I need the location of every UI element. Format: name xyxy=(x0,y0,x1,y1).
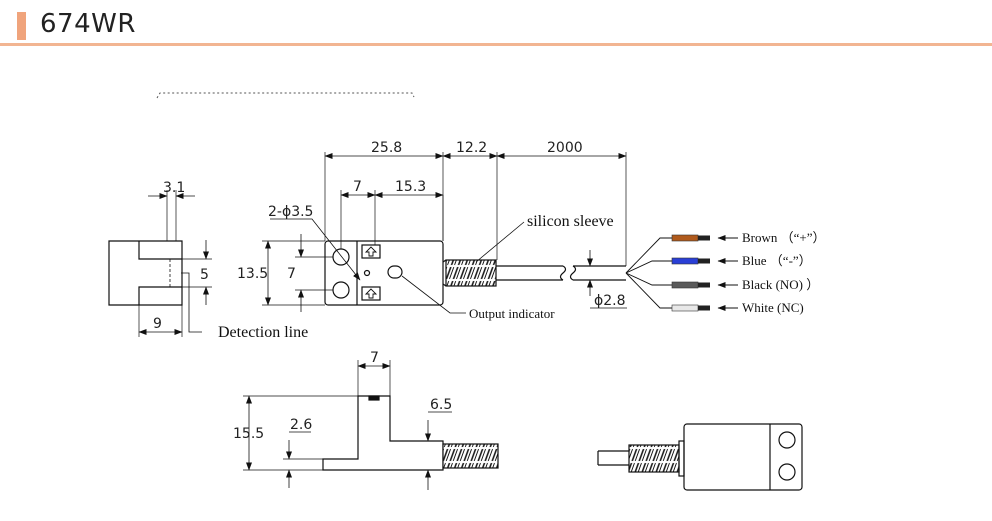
dim-front-base: 2.6 xyxy=(290,417,312,433)
dim-body-length: 25.8 xyxy=(371,140,402,156)
dim-hole-offset: 15.3 xyxy=(395,179,426,195)
dotted-separator xyxy=(156,92,415,99)
top-view xyxy=(262,152,672,314)
title-accent-bar xyxy=(17,12,26,40)
page-title: 674WR xyxy=(40,9,136,39)
wire-tip xyxy=(698,282,710,288)
wire-tip xyxy=(698,235,710,241)
dim-sleeve-length: 12.2 xyxy=(456,140,487,156)
wire-color-swatch xyxy=(671,281,699,289)
wire-color-swatch xyxy=(671,257,699,265)
wire-3: Black (NO) ） xyxy=(671,277,819,292)
dim-slot-width: 3.1 xyxy=(163,180,185,196)
front-view xyxy=(243,360,499,490)
dim-hole-spacing: 7 xyxy=(353,179,362,195)
dim-slot-depth: 5 xyxy=(200,267,209,283)
dim-front-top: 7 xyxy=(370,350,379,366)
wire-list: Brown （“+”） Blue （“-”） Black (NO) ） White (… xyxy=(671,230,826,315)
wire-tip xyxy=(698,305,710,311)
title-underline xyxy=(0,43,992,46)
dim-inner-height: 7 xyxy=(287,266,296,282)
wire-1: Brown （“+”） xyxy=(671,230,826,245)
wire-tip xyxy=(698,258,710,264)
side-view xyxy=(108,190,212,337)
wire-2: Blue （“-”） xyxy=(671,253,812,268)
wire-4: White (NC) xyxy=(671,300,804,315)
dim-front-height: 15.5 xyxy=(233,426,264,442)
detection-line-label: Detection line xyxy=(218,324,308,341)
header: 674WR xyxy=(0,0,992,50)
dim-body-height: 13.5 xyxy=(237,266,268,282)
wire-label: Brown （“+”） xyxy=(742,230,826,245)
rear-view xyxy=(597,423,803,491)
wire-color-swatch xyxy=(671,234,699,242)
wire-label: Blue （“-”） xyxy=(742,253,812,268)
technical-drawing: 3.1 5 9 Detection line xyxy=(108,92,826,491)
dim-side-width: 9 xyxy=(153,316,162,332)
dim-front-step: 6.5 xyxy=(430,397,452,413)
holes-label: 2-ϕ3.5 xyxy=(268,204,313,220)
wire-label: Black (NO) ） xyxy=(742,277,819,292)
dim-cable-diameter: ϕ2.8 xyxy=(594,293,626,309)
silicon-sleeve-label: silicon sleeve xyxy=(527,213,614,230)
dim-cable-length: 2000 xyxy=(547,140,583,156)
output-indicator-label: Output indicator xyxy=(469,306,555,321)
wire-label: White (NC) xyxy=(742,300,804,315)
wire-color-swatch xyxy=(671,304,699,312)
